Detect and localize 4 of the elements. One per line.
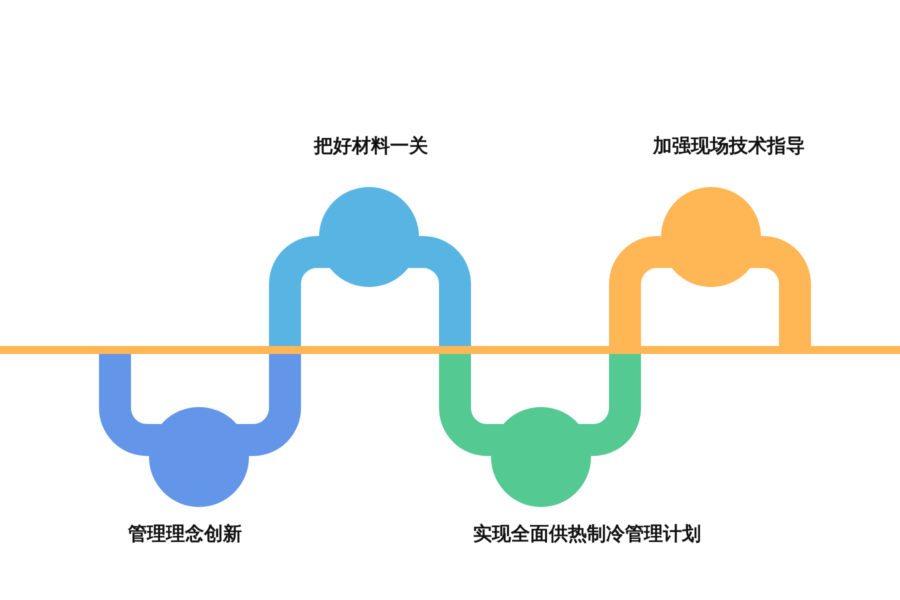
- milestone-label: 加强现场技术指导: [653, 134, 805, 159]
- milestone-label: 把好材料一关: [314, 134, 428, 159]
- milestone-label: 管理理念创新: [128, 522, 242, 547]
- milestone-label: 实现全面供热制冷管理计划: [473, 522, 701, 547]
